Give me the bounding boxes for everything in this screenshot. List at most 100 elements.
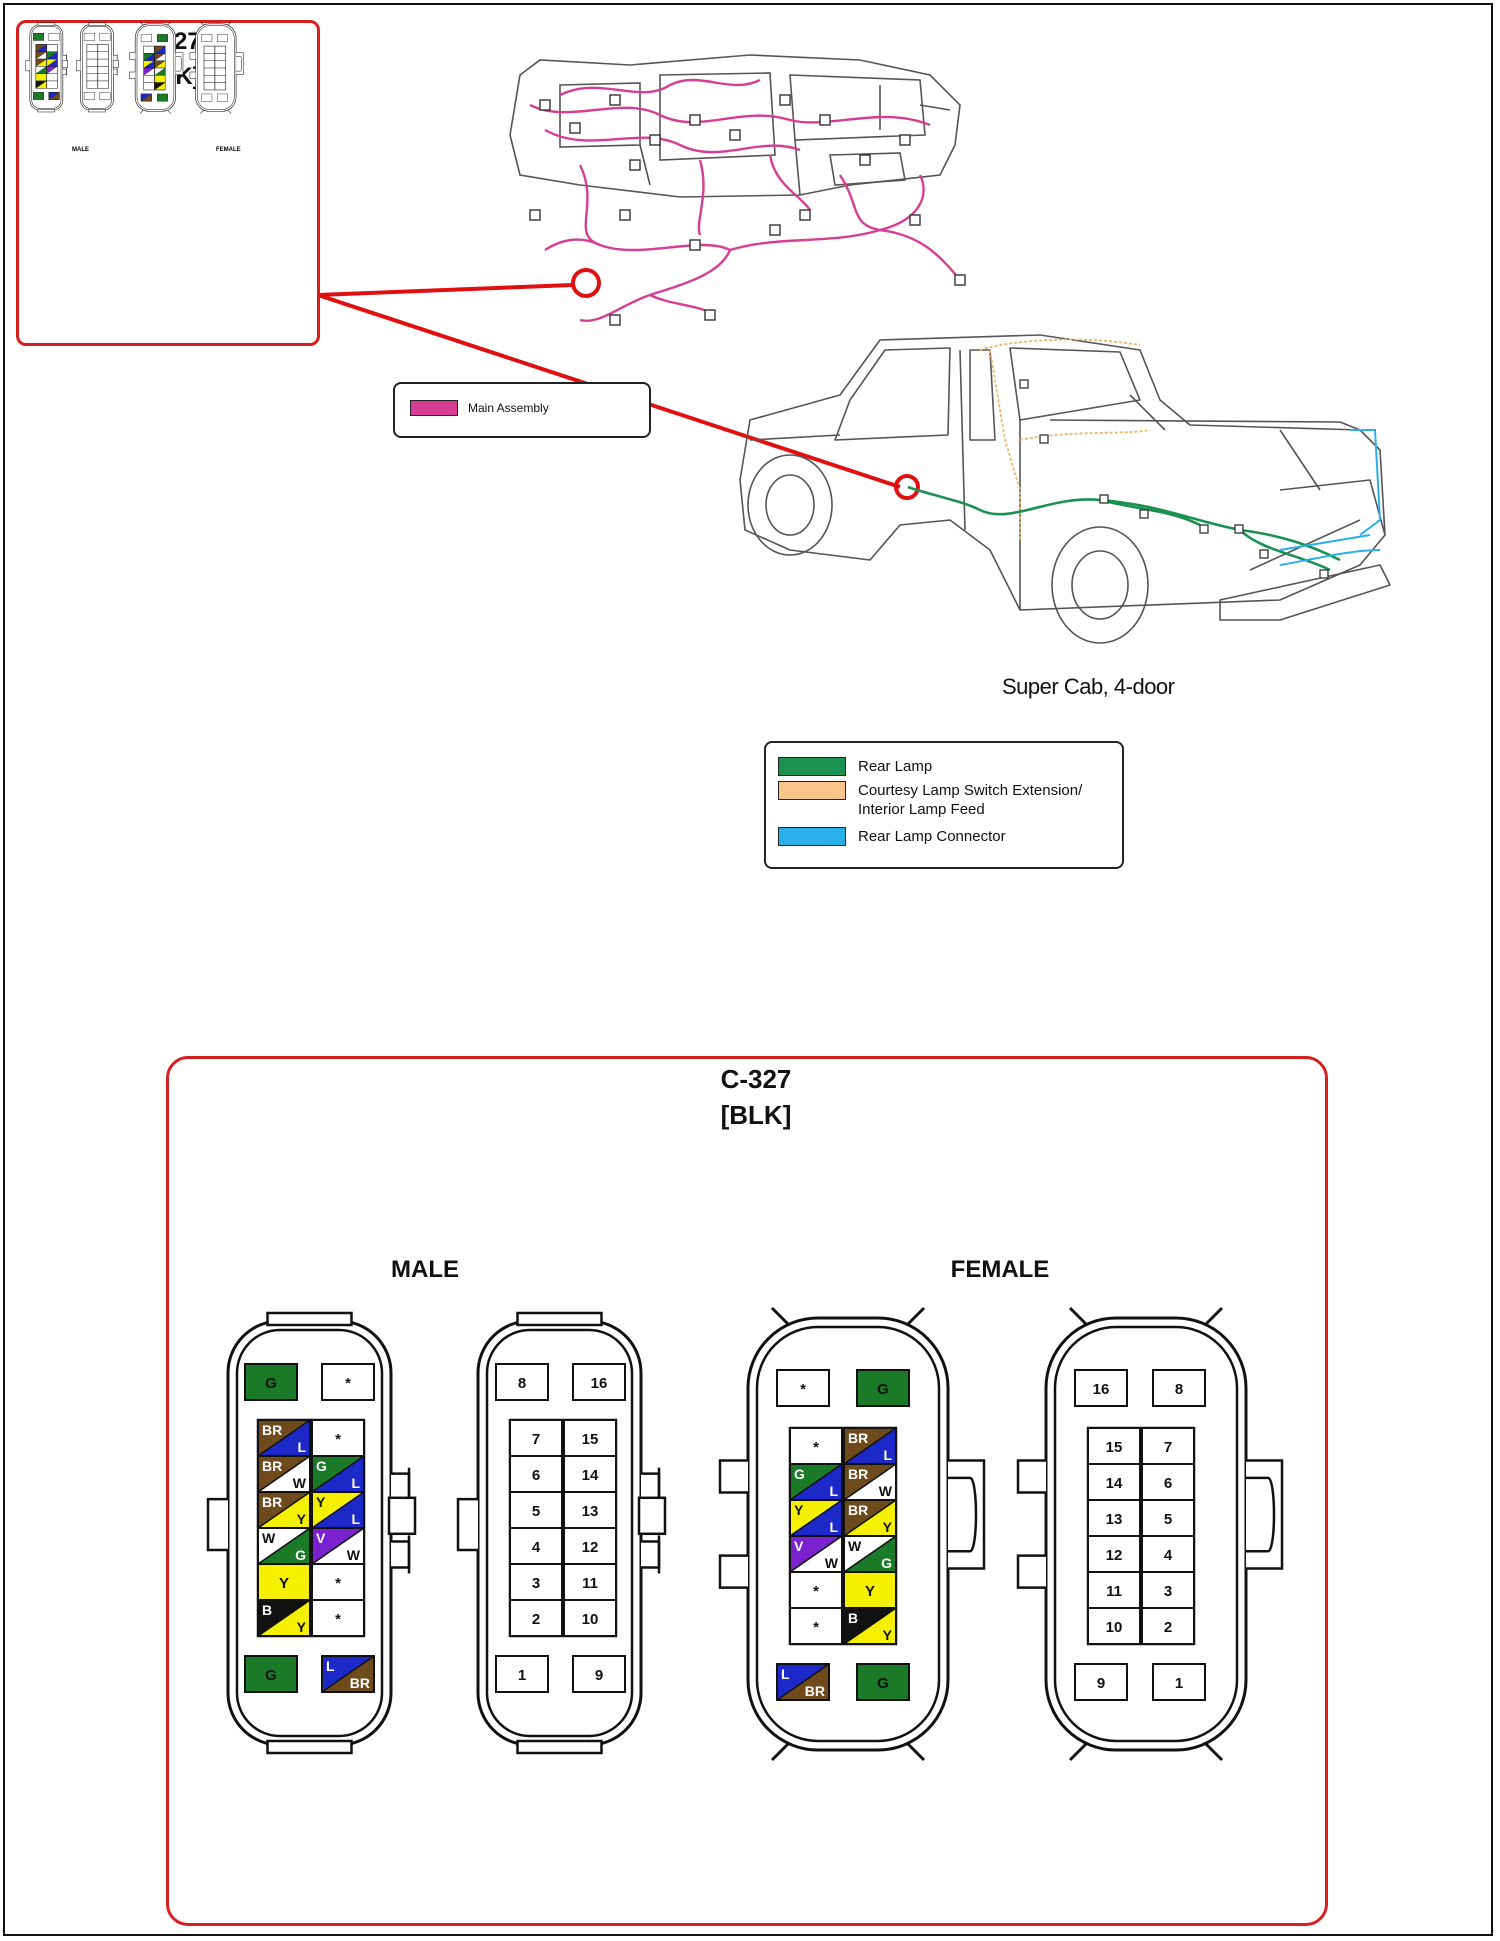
pin-number: 7 xyxy=(1164,1439,1172,1456)
wire-code-primary: V xyxy=(794,1538,804,1554)
wire-cell: VW xyxy=(311,1527,365,1565)
pin-number: 9 xyxy=(595,1667,603,1684)
wire-cell: BRL xyxy=(843,1427,897,1465)
wire-cell xyxy=(154,82,166,91)
female-label: FEMALE xyxy=(950,1256,1050,1283)
wire-cell xyxy=(33,32,45,41)
pin-number: 3 xyxy=(532,1575,540,1592)
harness-legend-swatch xyxy=(778,757,846,776)
pin-number: 3 xyxy=(1164,1583,1172,1600)
wire-cell: BRW xyxy=(257,1455,311,1493)
pin-cell xyxy=(83,92,95,100)
wire-code-primary: BR xyxy=(848,1466,868,1482)
pin-cell xyxy=(201,93,213,102)
wire-cell: * xyxy=(789,1427,843,1465)
pin-cell: 13 xyxy=(1087,1499,1141,1537)
dashboard-harness-drawing xyxy=(509,54,966,326)
pin-number: 9 xyxy=(1097,1675,1105,1692)
wire-code-primary: BR xyxy=(848,1430,868,1446)
wire-cell xyxy=(157,93,168,102)
truck-harness-drawing xyxy=(739,334,1391,644)
wire-code: G xyxy=(877,1381,889,1398)
pin-cell: 7 xyxy=(509,1419,563,1457)
wire-cell xyxy=(140,34,152,42)
wire-cell xyxy=(46,66,58,74)
wire-code: * xyxy=(800,1381,806,1398)
wire-cell: G xyxy=(856,1663,910,1701)
wire-code-secondary: L xyxy=(297,1439,306,1455)
wire-code-secondary: Y xyxy=(883,1627,893,1643)
wire-code: * xyxy=(335,1575,341,1592)
pin-cell xyxy=(99,32,111,41)
pin-cell: 15 xyxy=(563,1419,617,1457)
detail-title: C-327 xyxy=(720,1064,792,1094)
pin-cell xyxy=(86,80,98,89)
pin-cell: 3 xyxy=(509,1563,563,1601)
pin-number: 4 xyxy=(532,1539,541,1556)
pin-cell: 10 xyxy=(563,1599,617,1637)
wire-code-secondary: BR xyxy=(805,1683,825,1699)
wire-code: * xyxy=(813,1439,819,1456)
wire-code-secondary: G xyxy=(295,1547,306,1563)
pin-cell xyxy=(99,92,111,100)
harness-legend-label: Courtesy Lamp Switch Extension/ Interior… xyxy=(858,782,1083,818)
page-border xyxy=(3,3,1493,1936)
harness-legend-item: Courtesy Lamp Switch Extension/ Interior… xyxy=(778,781,1082,819)
pin-cell: 10 xyxy=(1087,1607,1141,1645)
wire-code: * xyxy=(813,1583,819,1600)
pin-cell: 1 xyxy=(495,1655,549,1693)
pin-cell: 8 xyxy=(495,1363,549,1401)
pin-cell: 9 xyxy=(572,1655,626,1693)
female-pin-side-view xyxy=(189,21,244,114)
wire-cell xyxy=(154,60,166,69)
pin-number: 6 xyxy=(532,1467,540,1484)
wire-code-primary: BR xyxy=(262,1458,282,1474)
wire-cell: GL xyxy=(311,1455,365,1493)
detail-color-code: [BLK] xyxy=(720,1100,792,1130)
connector-inset-box xyxy=(16,20,320,346)
pin-number: 8 xyxy=(518,1375,526,1392)
wire-code-primary: B xyxy=(848,1610,858,1626)
pin-cell: 2 xyxy=(509,1599,563,1637)
harness-legend-label: Rear Lamp Connector xyxy=(858,828,1006,845)
vehicle-caption: Super Cab, 4-door xyxy=(1002,674,1175,699)
wire-code-primary: B xyxy=(262,1602,272,1618)
pin-cell: 2 xyxy=(1141,1607,1195,1645)
wire-cell xyxy=(157,34,168,42)
wire-code-secondary: L xyxy=(829,1483,838,1499)
wire-code-secondary: W xyxy=(879,1483,893,1499)
wire-cell: G xyxy=(244,1363,298,1401)
pin-cell: 12 xyxy=(1087,1535,1141,1573)
wire-cell: LBR xyxy=(776,1663,830,1701)
wire-cell xyxy=(35,80,47,89)
pin-cell: 9 xyxy=(1074,1663,1128,1701)
wire-cell xyxy=(143,82,155,91)
wire-cell: BRL xyxy=(257,1419,311,1457)
pin-cell: 3 xyxy=(1141,1571,1195,1609)
pin-cell: 6 xyxy=(1141,1463,1195,1501)
wire-cell: WG xyxy=(257,1527,311,1565)
pin-number: 12 xyxy=(582,1539,599,1556)
wire-cell: * xyxy=(776,1369,830,1407)
pin-cell: 13 xyxy=(563,1491,617,1529)
wire-cell: VW xyxy=(789,1535,843,1573)
harness-legend-item: Rear Lamp Connector xyxy=(778,827,1006,846)
wire-code: * xyxy=(335,1431,341,1448)
harness-legend-swatch xyxy=(778,781,846,800)
pin-number: 5 xyxy=(1164,1511,1172,1528)
wire-code-secondary: Y xyxy=(883,1519,893,1535)
wire-code: Y xyxy=(279,1575,289,1592)
wire-cell: * xyxy=(311,1419,365,1457)
pin-number: 1 xyxy=(1175,1675,1183,1692)
pin-number: 15 xyxy=(582,1431,599,1448)
pin-number: 10 xyxy=(1106,1619,1123,1636)
pin-cell: 16 xyxy=(1074,1369,1128,1407)
wire-cell: BY xyxy=(257,1599,311,1637)
wire-code: G xyxy=(877,1675,889,1692)
pin-cell: 15 xyxy=(1087,1427,1141,1465)
pin-number: 16 xyxy=(1093,1381,1110,1398)
female-wire-side-view xyxy=(129,21,184,114)
wire-code-primary: G xyxy=(316,1458,327,1474)
pin-number: 15 xyxy=(1106,1439,1123,1456)
